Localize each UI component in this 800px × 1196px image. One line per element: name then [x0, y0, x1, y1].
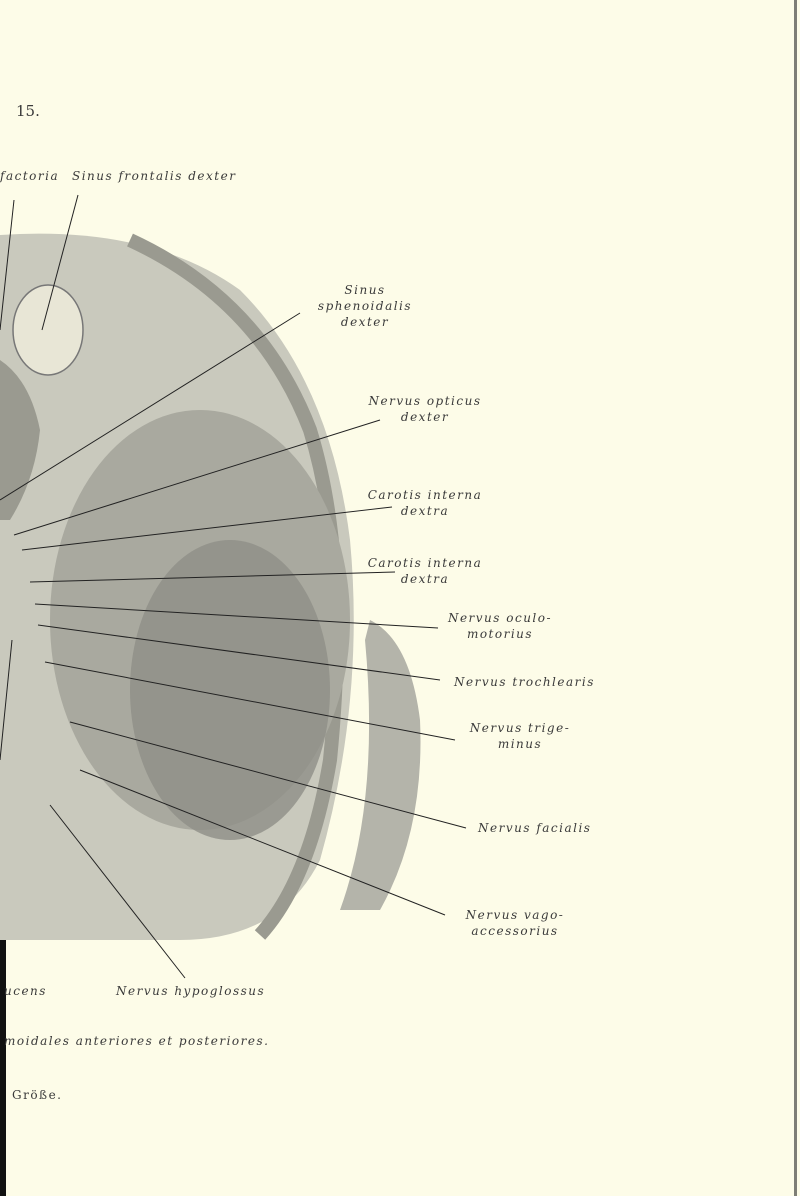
label-nervus-hypoglossus: Nervus hypoglossus: [116, 984, 266, 998]
ethmoid-cells: [0, 360, 40, 520]
scan-edge-right: [794, 0, 797, 1196]
label-nervus-opticus: Nervus opticus dexter: [360, 393, 490, 425]
label-line: motorius: [466, 627, 534, 641]
label-carotis-interna-1: Carotis interna dextra: [360, 487, 490, 519]
label-nervus-facialis: Nervus facialis: [478, 821, 592, 835]
plate-number: 15.: [16, 102, 40, 120]
label-sinus-frontalis: Sinus frontalis dexter: [72, 169, 237, 183]
label-line: minus: [497, 737, 543, 751]
label-line: Nervus vago-: [465, 908, 565, 922]
scan-edge-left: [0, 940, 6, 1196]
label-sinus-sphenoidalis: Sinus sphenoidalis dexter: [310, 282, 420, 330]
label-carotis-interna-2: Carotis interna dextra: [360, 555, 490, 587]
sinus-frontalis-shape: [12, 284, 84, 376]
label-line: dexter: [340, 315, 390, 329]
label-line: dexter: [400, 410, 450, 424]
label-abducens: ucens: [4, 984, 47, 998]
dura-strip: [340, 620, 421, 910]
caption: moidales anteriores et posteriores.: [4, 1034, 270, 1048]
label-line: Carotis interna: [367, 556, 483, 570]
label-line: Sinus sphenoidalis: [317, 283, 413, 313]
label-line: Nervus opticus: [368, 394, 482, 408]
label-nervus-trochlearis: Nervus trochlearis: [454, 675, 595, 689]
label-line: accessorius: [471, 924, 559, 938]
scale-note: Größe.: [12, 1088, 63, 1102]
label-line: Carotis interna: [367, 488, 483, 502]
label-olfactoria: factoria: [0, 169, 60, 183]
dark-region: [130, 540, 330, 840]
label-line: Nervus oculo-: [447, 611, 553, 625]
label-nervus-trigeminus: Nervus trige-minus: [460, 720, 580, 752]
label-line: dextra: [400, 504, 450, 518]
label-nervus-vagoaccessorius: Nervus vago-accessorius: [450, 907, 580, 939]
label-line: dextra: [400, 572, 450, 586]
label-nervus-oculomotorius: Nervus oculo-motorius: [440, 610, 560, 642]
label-line: Nervus trige-: [469, 721, 571, 735]
leader-lines: [0, 194, 467, 979]
